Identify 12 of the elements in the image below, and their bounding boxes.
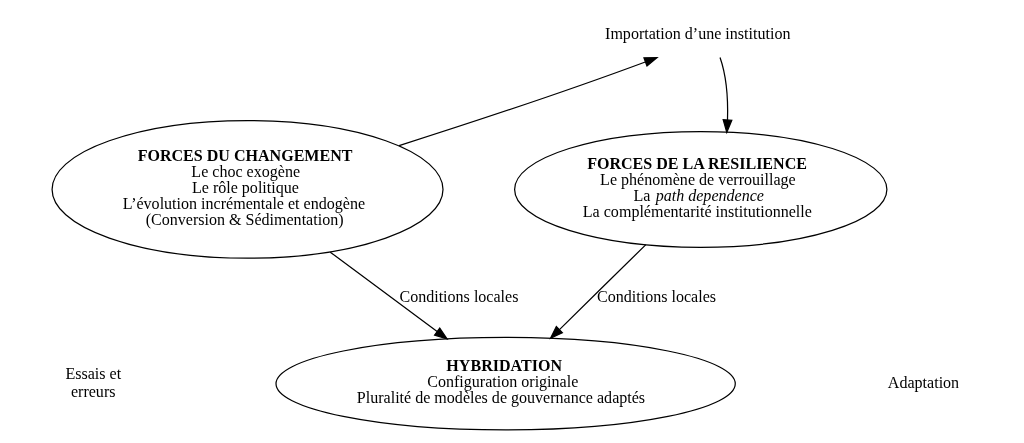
arrow	[548, 244, 646, 340]
label: Adaptation	[887, 373, 959, 391]
edge-label: Conditions locales	[596, 288, 716, 306]
node-text: Importation d’une institution	[604, 25, 790, 43]
label: Essais et erreurs	[64, 365, 121, 400]
arrow	[398, 56, 659, 147]
arrow	[329, 251, 449, 341]
edge-label: Conditions locales	[398, 288, 518, 306]
node-ellipse: FORCES DU CHANGEMENT Le choc exogène Le rôle politique L’évolution incrémentale et endogène (Conversion & Sédimentation)	[50, 120, 444, 259]
arrow	[718, 56, 733, 135]
node-ellipse: FORCES DE LA RESILIENCE Le phénomène de verrouillage La path dependence La complémentarité institutionnelle	[513, 130, 887, 248]
node-ellipse: HYBRIDATION Configuration originale Pluralité de modèles de gouvernance adaptés	[274, 336, 736, 431]
